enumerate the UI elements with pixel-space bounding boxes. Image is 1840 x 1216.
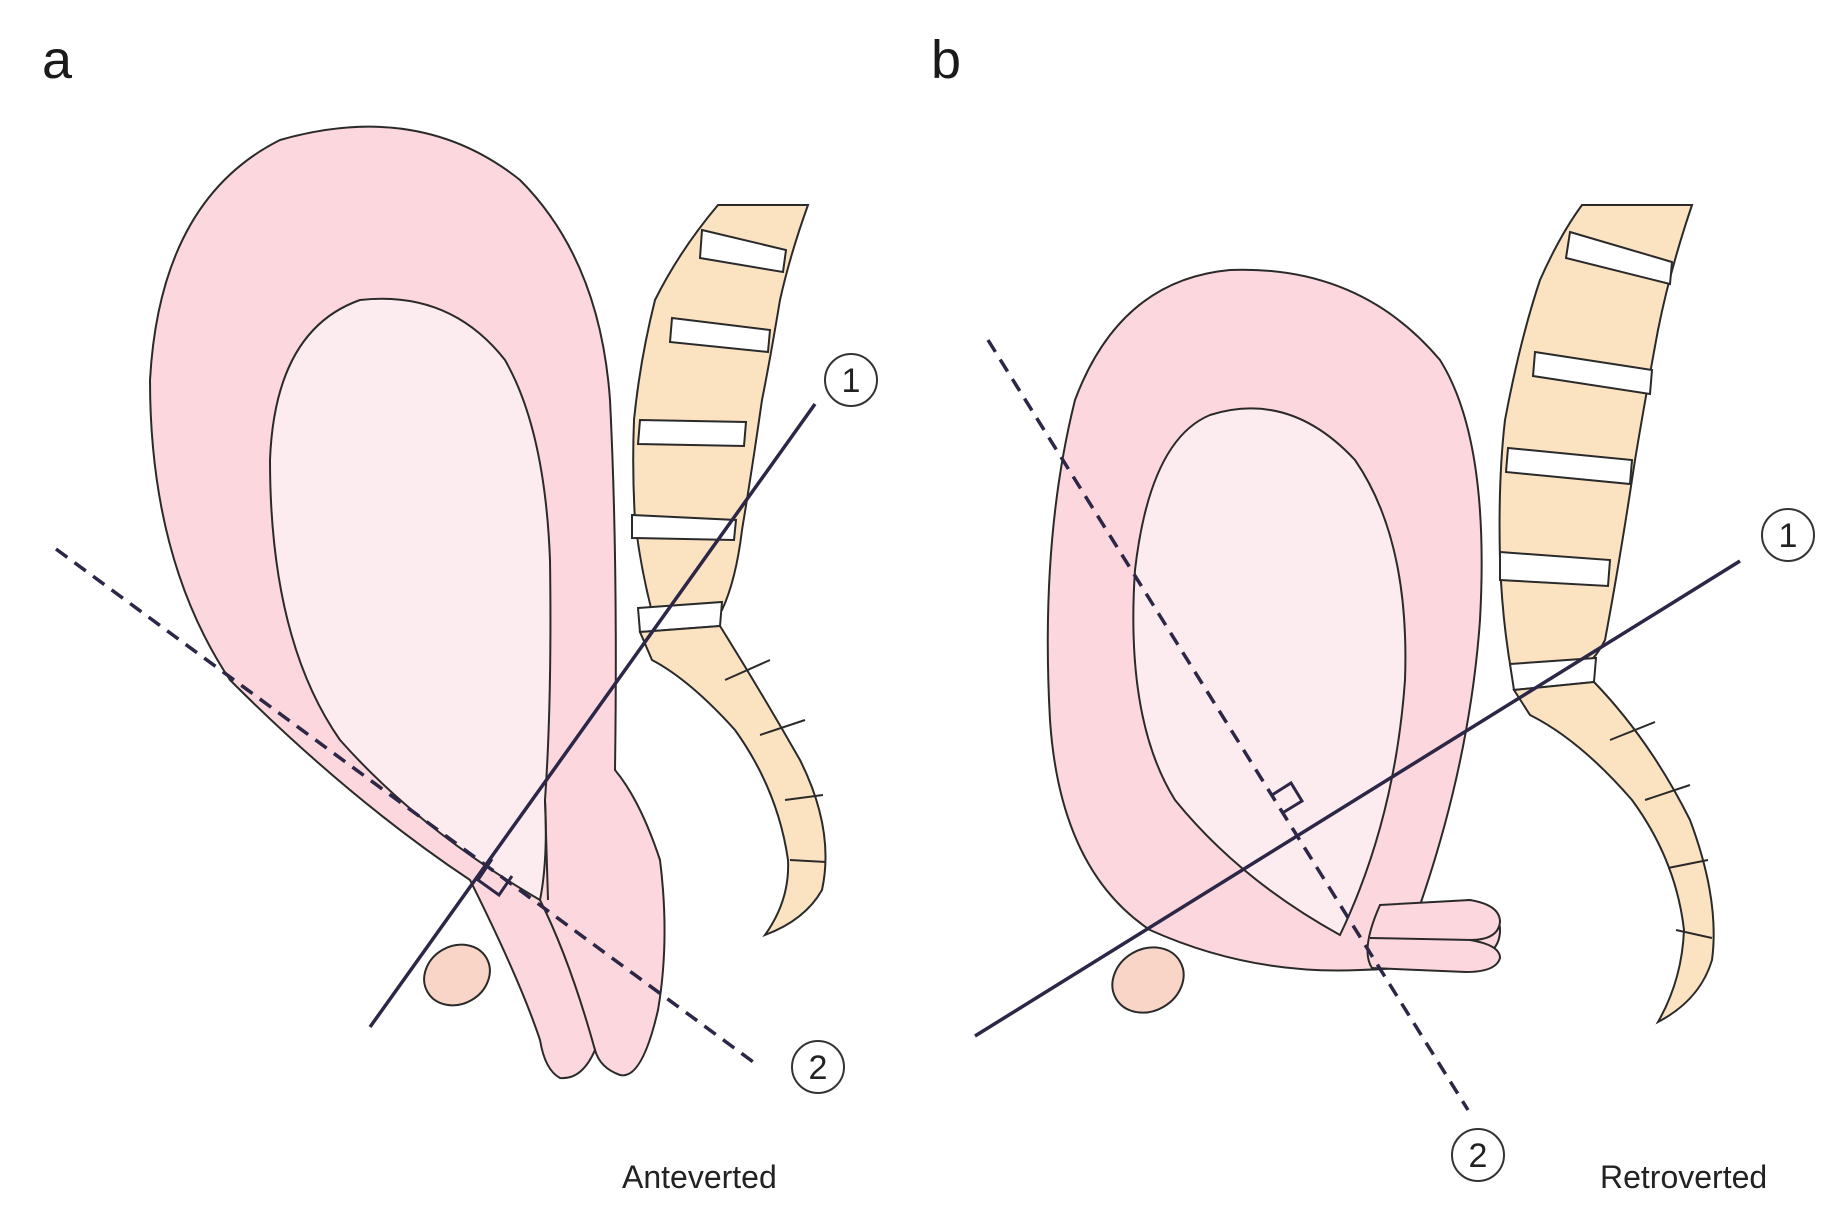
- uterus-a-cavity: [268, 297, 552, 902]
- axis-line-1-a: [368, 402, 817, 1029]
- marker-2-b: 2: [1451, 1128, 1505, 1182]
- uterus-a: [148, 125, 666, 1080]
- axis-line-1-b: [974, 559, 1741, 1038]
- coccyx-a: [638, 624, 827, 938]
- caption-retroverted: Retroverted: [1600, 1159, 1767, 1195]
- spine-b-disc-2: [1531, 350, 1654, 396]
- cervix-b: [1366, 898, 1502, 974]
- pubic-bone-b: [1111, 946, 1185, 1014]
- panel-b: b: [931, 30, 1815, 1195]
- coccyx-b: [1512, 680, 1715, 1025]
- axis-line-2-b: [986, 339, 1470, 1111]
- marker-1-b: 1: [1761, 508, 1815, 562]
- right-angle-marker-a: [475, 858, 514, 898]
- uterus-b: [1046, 268, 1502, 974]
- svg-text:1: 1: [1779, 517, 1798, 555]
- spine-b-disc-3: [1504, 446, 1634, 486]
- panel-a: a: [42, 30, 878, 1195]
- spine-a-disc-3: [636, 418, 748, 448]
- panel-letter-a: a: [42, 30, 73, 90]
- svg-text:1: 1: [842, 362, 861, 400]
- spine-a: [631, 204, 827, 938]
- spine-a-disc-4: [631, 513, 738, 542]
- caption-anteverted: Anteverted: [622, 1159, 777, 1195]
- right-angle-marker-b: [1271, 780, 1305, 814]
- spine-a-disc-2: [668, 316, 772, 354]
- marker-2-a: 2: [791, 1040, 845, 1094]
- uterus-b-cavity: [1132, 407, 1407, 937]
- spine-b: [1498, 204, 1715, 1025]
- spine-b-disc-4: [1499, 550, 1612, 588]
- marker-1-a: 1: [824, 353, 878, 407]
- pubic-bone-a: [423, 943, 491, 1007]
- spine-a-disc-1: [698, 228, 788, 274]
- axis-line-2-a: [54, 547, 758, 1066]
- panel-letter-b: b: [931, 30, 961, 90]
- svg-text:2: 2: [1469, 1137, 1488, 1175]
- svg-text:2: 2: [809, 1049, 828, 1087]
- spine-b-disc-1: [1564, 230, 1674, 286]
